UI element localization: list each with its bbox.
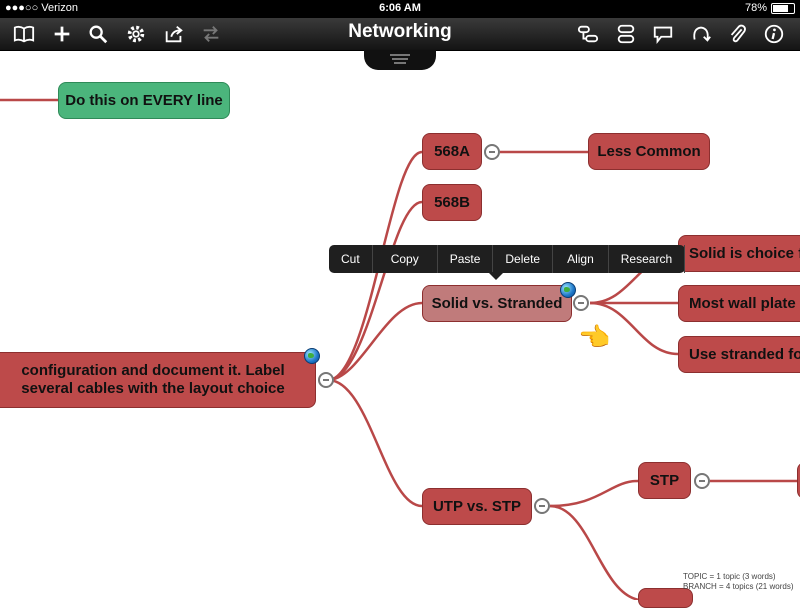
menu-cut[interactable]: Cut — [329, 245, 373, 273]
collapse-toggle[interactable] — [694, 473, 710, 489]
menu-align[interactable]: Align — [553, 245, 609, 273]
menu-delete[interactable]: Delete — [493, 245, 554, 273]
add-sibling-topic-icon[interactable] — [614, 22, 638, 46]
menu-paste[interactable]: Paste — [438, 245, 494, 273]
topic-every-line[interactable]: Do this on EVERY line — [58, 82, 230, 119]
central-topic[interactable]: configuration and document it. Label sev… — [0, 352, 316, 408]
info-icon[interactable] — [762, 22, 786, 46]
menu-pointer-arrow — [488, 272, 504, 280]
topic-less-common[interactable]: Less Common — [588, 133, 710, 170]
toolbar-pull-tab[interactable] — [364, 50, 436, 70]
topic-wall-plate[interactable]: Most wall plate c — [678, 285, 800, 322]
pointing-hand-icon: 👈 — [578, 322, 611, 352]
topic-utp-vs-stp[interactable]: UTP vs. STP — [422, 488, 532, 525]
branch-stats: BRANCH = 4 topics (21 words) — [683, 582, 794, 591]
undo-redo-icon[interactable] — [199, 22, 223, 46]
menu-research[interactable]: Research — [609, 245, 686, 273]
search-icon[interactable] — [86, 22, 110, 46]
collapse-toggle[interactable] — [534, 498, 550, 514]
topic-568b[interactable]: 568B — [422, 184, 482, 221]
carrier-label: ●●●○○ Verizon — [5, 2, 78, 14]
attachment-paperclip-icon[interactable] — [726, 22, 750, 46]
topic-solid-choice[interactable]: Solid is choice fo — [678, 235, 800, 272]
topic-568a[interactable]: 568A — [422, 133, 482, 170]
relationship-icon[interactable] — [689, 22, 713, 46]
battery-status: 78% — [745, 2, 795, 14]
collapse-toggle[interactable] — [573, 295, 589, 311]
library-book-icon[interactable] — [12, 22, 36, 46]
document-title: Networking — [348, 21, 452, 42]
topic-stp[interactable]: STP — [638, 462, 691, 499]
collapse-toggle[interactable] — [484, 144, 500, 160]
topic-use-stranded[interactable]: Use stranded for — [678, 336, 800, 373]
collapse-toggle[interactable] — [318, 372, 334, 388]
hyperlink-globe-icon[interactable] — [560, 282, 576, 298]
battery-icon — [771, 2, 795, 14]
battery-percent: 78% — [744, 2, 767, 14]
topic-solid-vs-stranded[interactable]: Solid vs. Stranded — [422, 285, 572, 322]
topic-stats: TOPIC = 1 topic (3 words) — [683, 572, 776, 581]
hyperlink-globe-icon[interactable] — [304, 348, 320, 364]
map-statistics: TOPIC = 1 topic (3 words) BRANCH = 4 top… — [683, 572, 793, 592]
clock: 6:06 AM — [379, 2, 421, 14]
add-subtopic-icon[interactable] — [576, 22, 600, 46]
status-bar: ●●●○○ Verizon 6:06 AM 78% — [0, 0, 800, 18]
callout-icon[interactable] — [651, 22, 675, 46]
share-icon[interactable] — [162, 22, 186, 46]
add-icon[interactable] — [50, 22, 74, 46]
context-menu: Cut Copy Paste Delete Align Research — [329, 245, 686, 280]
gear-icon[interactable] — [124, 22, 148, 46]
toolbar: Networking — [0, 18, 800, 51]
menu-copy[interactable]: Copy — [373, 245, 438, 273]
